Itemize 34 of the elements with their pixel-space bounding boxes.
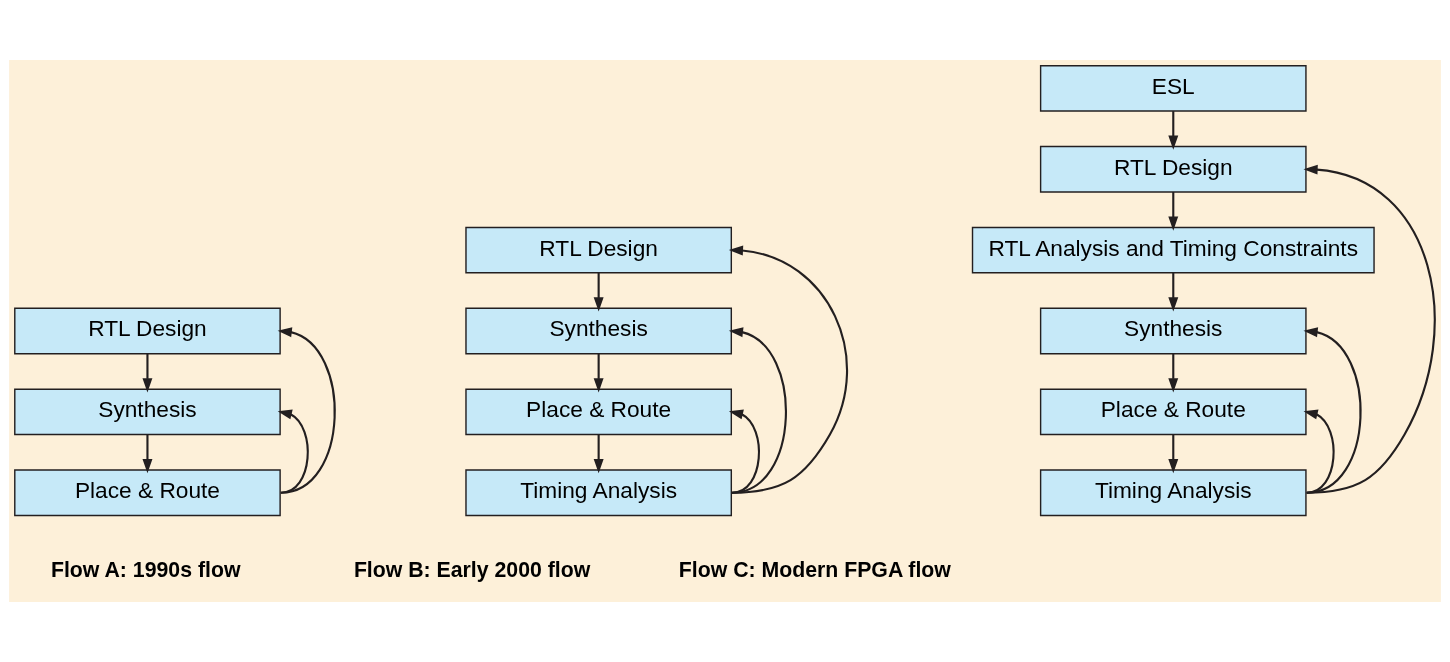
- node-box: Timing Analysis: [465, 469, 732, 517]
- arrow: [593, 434, 604, 474]
- node-box: RTL Design: [1039, 145, 1307, 193]
- arrow: [593, 353, 604, 393]
- node-box: Place & Route: [14, 469, 281, 517]
- label: Flow C: Modern FPGA flow: [678, 558, 951, 583]
- node-box: ESL: [1039, 64, 1307, 112]
- arrow: [277, 327, 336, 494]
- arrow: [1303, 164, 1436, 494]
- arrow: [142, 353, 153, 393]
- arrow: [593, 272, 604, 312]
- node-box: RTL Analysis and Timing Constraints: [971, 226, 1375, 274]
- arrow: [142, 434, 153, 474]
- arrow: [728, 409, 760, 494]
- label: Flow A: 1990s flow: [50, 558, 241, 583]
- node-box: Place & Route: [465, 388, 732, 436]
- node-box: Synthesis: [465, 307, 732, 355]
- arrow: [1303, 327, 1362, 494]
- node-box: RTL Design: [465, 226, 732, 274]
- node-box: Timing Analysis: [1039, 469, 1307, 517]
- arrow: [728, 327, 787, 494]
- arrow: [1168, 272, 1179, 312]
- arrow: [728, 245, 848, 494]
- node-box: Synthesis: [14, 388, 281, 436]
- arrow: [1168, 353, 1179, 393]
- arrow: [1168, 111, 1179, 150]
- arrow: [1168, 192, 1179, 231]
- arrow: [1303, 409, 1335, 494]
- arrow: [277, 409, 309, 494]
- node-box: RTL Design: [14, 307, 281, 355]
- label: Flow B: Early 2000 flow: [353, 558, 591, 583]
- node-box: Synthesis: [1039, 307, 1307, 355]
- node-box: Place & Route: [1039, 388, 1307, 436]
- arrow: [1168, 434, 1179, 474]
